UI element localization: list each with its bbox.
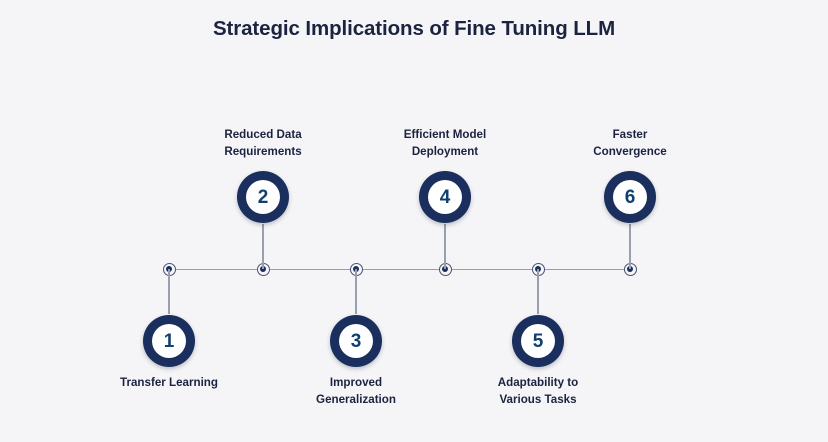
- connector-stem-1: [168, 269, 170, 314]
- step-label-3: Improved Generalization: [316, 376, 396, 406]
- timeline-marker-1[interactable]: 1: [141, 313, 197, 369]
- step-number-1: 1: [163, 330, 175, 352]
- step-number-2: 2: [257, 186, 269, 208]
- pin-inner-circle-6: 6: [613, 180, 647, 214]
- page-title: Strategic Implications of Fine Tuning LL…: [212, 17, 616, 40]
- step-number-4: 4: [439, 186, 451, 208]
- connector-stem-5: [537, 269, 539, 314]
- pin-inner-circle-1: 1: [152, 324, 186, 358]
- connector-stem-6: [629, 224, 631, 269]
- pin-inner-circle-5: 5: [521, 324, 555, 358]
- step-label-5: Adaptability to Various Tasks: [497, 376, 579, 406]
- timeline-marker-4[interactable]: 4: [417, 169, 473, 225]
- step-number-3: 3: [350, 330, 362, 352]
- connector-stem-3: [355, 269, 357, 314]
- connector-stem-2: [262, 224, 264, 269]
- step-label-6: Faster Convergence: [593, 128, 667, 158]
- step-label-2: Reduced Data Requirements: [224, 128, 302, 158]
- pin-inner-circle-2: 2: [246, 180, 280, 214]
- step-label-1: Transfer Learning: [120, 376, 218, 389]
- step-label-4: Efficient Model Deployment: [403, 128, 487, 158]
- timeline-axis-line: [169, 268, 630, 270]
- step-number-6: 6: [624, 186, 636, 208]
- timeline-marker-3[interactable]: 3: [328, 313, 384, 369]
- timeline-marker-6[interactable]: 6: [602, 169, 658, 225]
- connector-stem-4: [444, 224, 446, 269]
- timeline-marker-5[interactable]: 5: [510, 313, 566, 369]
- timeline-marker-2[interactable]: 2: [235, 169, 291, 225]
- pin-inner-circle-4: 4: [428, 180, 462, 214]
- pin-inner-circle-3: 3: [339, 324, 373, 358]
- step-number-5: 5: [532, 330, 544, 352]
